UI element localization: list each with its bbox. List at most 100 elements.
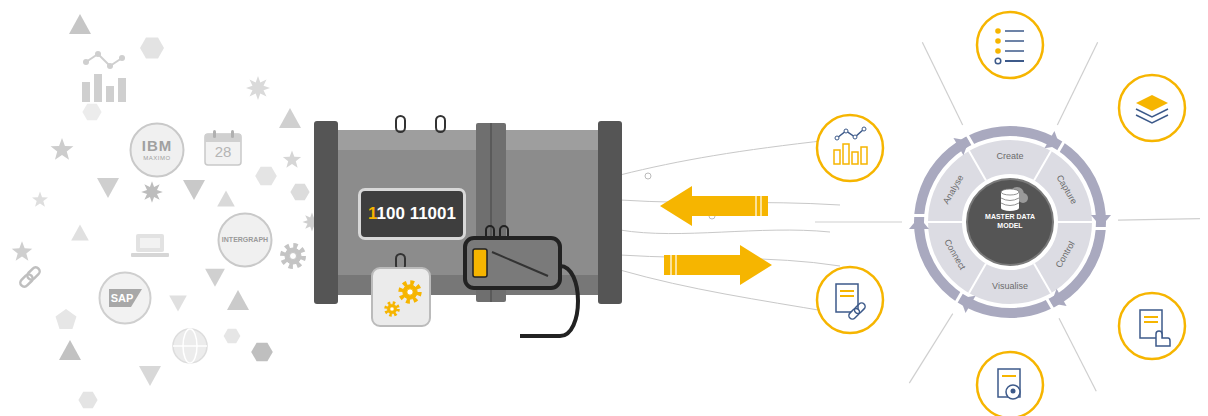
inbound-arrow <box>660 186 768 226</box>
band-divider <box>969 264 986 293</box>
wires <box>620 140 840 312</box>
system-logo: INTERGRAPH <box>217 212 273 268</box>
cycle-ring <box>909 131 1111 314</box>
laptop-base <box>131 253 169 257</box>
hexagon-icon <box>251 343 273 362</box>
database-top <box>1001 189 1019 195</box>
layer-sheet <box>1136 115 1168 123</box>
pipe-body <box>330 130 615 295</box>
document-line <box>840 290 854 292</box>
chart-dot <box>107 63 113 69</box>
triangle-icon <box>169 296 187 312</box>
list-line <box>1005 50 1024 52</box>
band-divider <box>928 221 962 223</box>
logo-text: IBM <box>142 138 173 155</box>
calendar-ring <box>231 130 234 138</box>
stage-label: Create <box>996 152 1023 162</box>
chart-dot <box>835 136 839 140</box>
link-icon <box>19 266 42 289</box>
chart-dot <box>853 135 857 139</box>
list-line <box>1005 40 1024 42</box>
link-loop <box>853 301 866 314</box>
wire <box>620 270 830 312</box>
triangle-icon <box>279 108 301 128</box>
cloud-icon <box>1018 193 1028 203</box>
hexagon-icon <box>255 167 277 186</box>
band-divider <box>1058 221 1092 223</box>
cycle-arrow-ring <box>919 131 1101 313</box>
link-loop <box>26 266 42 282</box>
hub-label: MASTER DATA MODEL <box>985 212 1035 230</box>
hexagon-icon <box>290 184 309 201</box>
system-logo: IBMMAXIMO <box>129 122 185 178</box>
layer-sheet <box>1136 109 1168 117</box>
laptop-screen <box>136 234 164 252</box>
pentagon-icon <box>56 309 77 329</box>
star-icon <box>12 241 33 261</box>
wire-node <box>645 173 651 179</box>
chart-line <box>837 129 864 138</box>
laptop-icon <box>131 234 169 257</box>
pipe-highlight <box>330 130 615 150</box>
hexagon-icon <box>140 38 164 59</box>
globe-icon <box>173 329 207 363</box>
system-logo: SAP <box>98 271 152 325</box>
link-icon <box>847 301 866 320</box>
spokes <box>815 42 1200 391</box>
data-pipe <box>314 116 622 336</box>
list-line <box>1005 60 1024 62</box>
chart-dot <box>844 129 848 133</box>
process-stage: Visualise <box>978 279 1042 295</box>
spoke-line <box>1057 42 1097 125</box>
logo-circle <box>131 124 184 177</box>
gear-icon <box>283 246 303 266</box>
calendar-header <box>205 134 241 142</box>
laptop-display <box>140 238 160 248</box>
spoke-line <box>815 221 902 222</box>
list-bullet <box>995 58 1001 64</box>
triangle-icon <box>97 178 119 198</box>
feature-circle <box>817 267 883 333</box>
spoke-line <box>922 42 962 125</box>
list-line <box>1005 30 1024 32</box>
flow-meter <box>465 238 560 288</box>
cycle-arrowhead <box>1046 289 1066 312</box>
band-divider <box>1034 264 1051 293</box>
triangle-icon <box>205 269 225 287</box>
spoke-line <box>1059 318 1096 391</box>
feature-circle <box>817 115 883 181</box>
arrow-stripe <box>675 255 676 275</box>
burst-icon <box>246 76 270 100</box>
binary-display: 1100 11001 <box>358 188 466 240</box>
globe-equator <box>173 345 207 347</box>
cycle-arrowhead <box>1091 215 1111 227</box>
date-number: 28 <box>215 144 232 161</box>
master-data-hub-outline <box>966 178 1054 266</box>
band-divider <box>1034 151 1051 180</box>
ring-gap <box>1094 227 1108 230</box>
binary-code: 1100 11001 <box>368 205 456 224</box>
list-bullet <box>995 48 1001 54</box>
feature-circle <box>1119 293 1185 359</box>
chart-dot <box>862 127 866 131</box>
feature-circle <box>977 352 1043 416</box>
logo-circle <box>219 214 272 267</box>
triangle-icon <box>217 190 235 206</box>
flow-arrows <box>660 186 772 285</box>
spoke-line <box>909 314 952 384</box>
logo-text: SAP <box>111 292 134 304</box>
hexagon-icon <box>78 392 97 409</box>
arrow-stripe <box>760 196 761 216</box>
chart-dot <box>83 59 89 65</box>
feature-circle <box>977 12 1043 78</box>
hexagon-icon <box>224 329 241 344</box>
triangle-icon <box>69 14 91 34</box>
logo-text: MAXIMO <box>143 155 170 162</box>
document-line <box>1002 375 1016 377</box>
ring-gap <box>912 214 926 217</box>
chart-bar <box>861 147 867 164</box>
wire <box>620 230 830 234</box>
layer-sheet <box>1136 95 1168 111</box>
master-data-hub: MASTER DATA MODEL <box>966 178 1054 266</box>
